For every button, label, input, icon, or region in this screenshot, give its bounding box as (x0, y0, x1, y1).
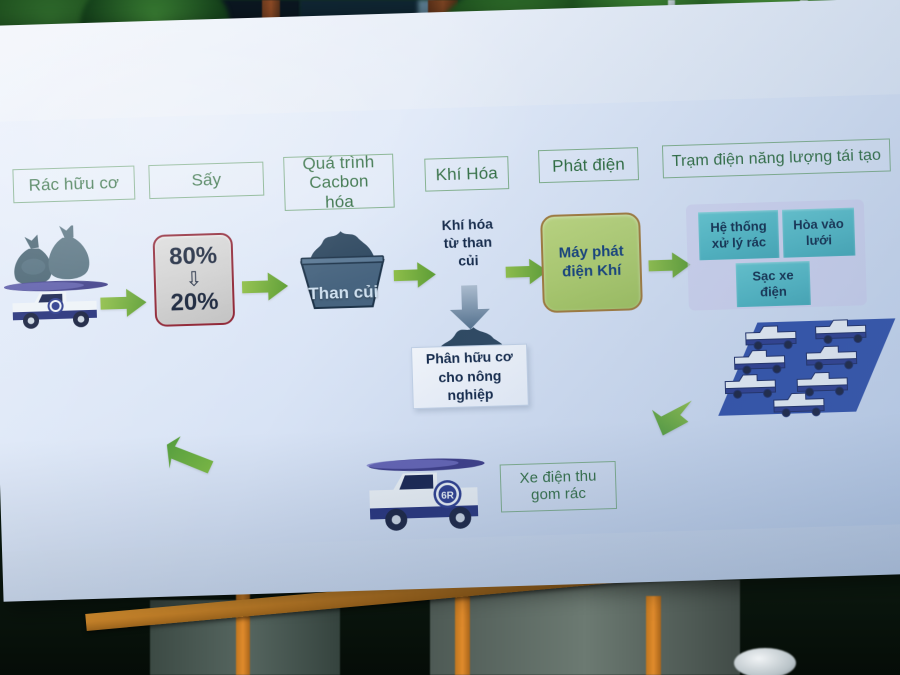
moisture-bottom-value: 20% (170, 288, 219, 317)
garbage-bags-icon (14, 224, 90, 285)
station-box-waste-treatment: Hệ thống xử lý rác (698, 209, 780, 261)
step-label-text: Khí Hóa (435, 163, 499, 185)
station-box-line2: lưới (805, 232, 833, 249)
down-left-arrow-icon (652, 400, 692, 436)
step-label-carbonization: Quá trình Cacbon hóa (283, 152, 395, 212)
electric-collection-truck-icon: 6R (366, 458, 485, 531)
step-label-text: Phát điện (551, 154, 626, 176)
step-label-text: Rác hữu cơ (28, 173, 120, 196)
gasification-line3: củi (458, 252, 479, 270)
step-label-gasification: Khí Hóa (424, 156, 510, 192)
step-label-organic-waste: Rác hữu cơ (12, 165, 136, 204)
right-arrow-icon (241, 272, 289, 301)
compost-callout: Phân hữu cơ cho nông nghiệp (411, 343, 529, 410)
down-arrow-icon (449, 285, 490, 330)
station-box-ev-charging: Sạc xe điện (735, 260, 811, 308)
step-label-ev-collection-truck: Xe điện thu gom rác (499, 460, 618, 513)
easel-leg-right (646, 596, 661, 675)
compost-line3: nghiệp (447, 385, 494, 404)
diagram-slide: Rác hữu cơ Sấy Quá trình Cacbon hóa Khí … (0, 93, 900, 552)
right-arrow-icon (648, 252, 691, 278)
gas-generator-box: Máy phát điện Khí (540, 212, 643, 314)
easel-backboard (430, 580, 740, 675)
easel-leg-mid (455, 586, 470, 675)
truck-badge-text: 6R (441, 490, 455, 501)
step-label-renewable-station: Trạm điện năng lượng tái tạo (661, 138, 891, 179)
step-label-text-line1: Quá trình (302, 152, 375, 174)
right-arrow-icon (100, 288, 147, 317)
gasification-text: Khí hóa từ than củi (424, 214, 512, 271)
step-label-text: Trạm điện năng lượng tái tạo (671, 146, 882, 170)
generator-line1: Máy phát (558, 242, 624, 262)
generator-line2: điện Khí (561, 261, 622, 281)
electric-collection-truck-icon (3, 280, 108, 329)
poster-board: Rác hữu cơ Sấy Quá trình Cacbon hóa Khí … (0, 0, 900, 602)
station-box-grid-connection: Hòa vào lưới (781, 207, 856, 258)
charcoal-bucket-icon: Than củi (290, 218, 395, 319)
truck-fleet-lot-icon (718, 318, 896, 418)
station-box-line2: điện (759, 283, 788, 300)
step-label-text: Sấy (191, 170, 222, 191)
right-arrow-icon (505, 258, 548, 285)
step-label-drying: Sấy (148, 161, 265, 200)
ev-truck-line2: gom rác (530, 484, 587, 504)
station-box-line1: Hòa vào (792, 216, 844, 233)
plastic-lid (734, 648, 796, 675)
step-label-text-line2: Cacbon hóa (309, 171, 369, 212)
up-left-arrow-icon (166, 436, 214, 474)
step-label-power-generation: Phát điện (538, 147, 640, 184)
station-box-line1: Hệ thống (710, 218, 767, 236)
down-arrow-icon: ⇩ (185, 268, 203, 292)
moisture-top-value: 80% (168, 242, 218, 271)
station-box-line2: xử lý rác (711, 234, 767, 251)
station-box-line1: Sạc xe (752, 267, 794, 284)
moisture-reduction-box: 80% ⇩ 20% (152, 232, 236, 327)
right-arrow-icon (393, 262, 436, 288)
compost-line2: cho nông (438, 367, 502, 386)
